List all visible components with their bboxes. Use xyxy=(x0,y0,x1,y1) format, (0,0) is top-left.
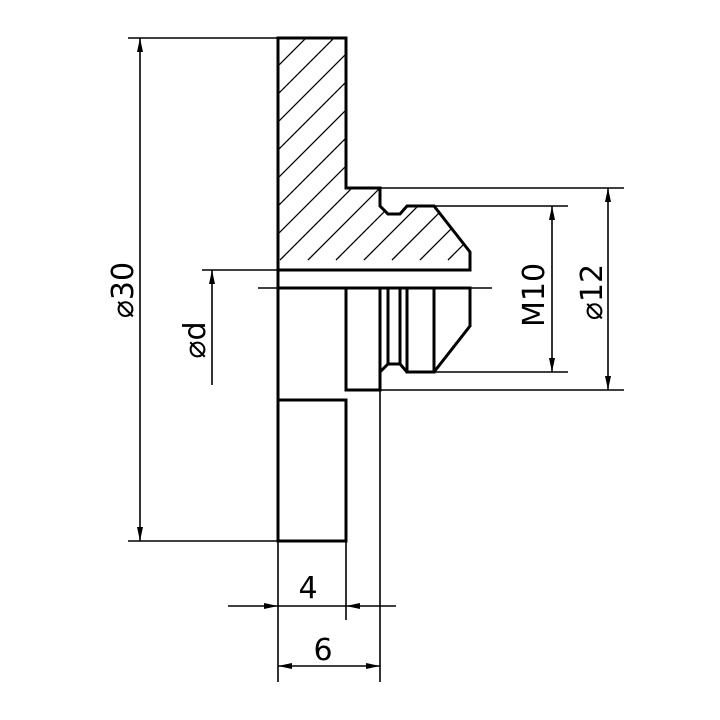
dimension-total-length: 6 xyxy=(278,633,380,669)
hatch-line xyxy=(335,38,470,261)
hatch-line xyxy=(419,38,470,261)
hatch-line xyxy=(0,0,260,260)
total-length-label: 6 xyxy=(313,633,332,668)
part-outline xyxy=(276,36,472,543)
hatch-line xyxy=(278,38,289,261)
hatch-line xyxy=(447,38,470,261)
hatch-line xyxy=(560,0,720,260)
lower-flange-outline xyxy=(276,268,348,543)
hatch-line xyxy=(532,0,720,260)
flange-thickness-label: 4 xyxy=(298,571,317,606)
hatch-line xyxy=(278,38,401,261)
outer-diameter-label: ⌀30 xyxy=(106,262,141,318)
hatch-line xyxy=(278,38,373,261)
dimension-outer-diameter: ⌀30 xyxy=(106,37,278,542)
hatch-line xyxy=(391,38,470,261)
bore-diameter-label: ⌀d xyxy=(178,321,213,358)
section-hatching xyxy=(0,0,720,261)
dimension-flange-thickness: 4 xyxy=(228,571,396,609)
hatch-line xyxy=(278,38,345,261)
sectioned-half-outline xyxy=(276,36,472,272)
dimension-bore-diameter: ⌀d xyxy=(178,269,278,385)
hatch-line xyxy=(363,38,470,261)
dimension-collar-diameter: ⌀12 xyxy=(380,187,624,391)
collar-diameter-label: ⌀12 xyxy=(575,264,610,320)
hatch-line xyxy=(504,0,720,260)
hatch-line xyxy=(476,0,720,260)
thread-label: M10 xyxy=(517,263,552,327)
dimension-thread: M10 xyxy=(434,205,568,373)
